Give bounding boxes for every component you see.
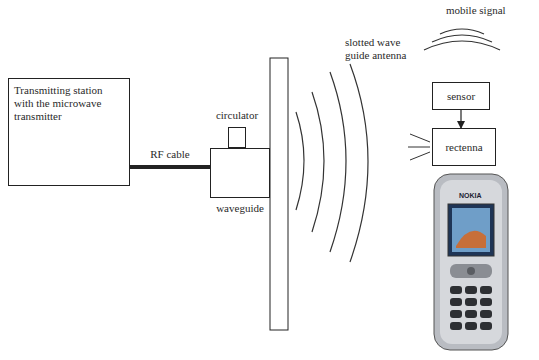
antenna-label: slotted wave guide antenna — [345, 36, 417, 62]
incoming-rays — [408, 134, 430, 160]
node-text: waveguide — [216, 202, 264, 215]
node-text: sensor — [437, 90, 485, 103]
rf-cable — [130, 165, 210, 169]
mobile-signal-waves — [424, 29, 500, 50]
sensor-box: sensor — [432, 82, 490, 110]
slotted-antenna — [270, 58, 288, 330]
radiated-waves — [296, 64, 368, 262]
edge-label: RF cable — [150, 148, 189, 161]
mobile-phone — [434, 174, 508, 350]
signal-label: mobile signal — [446, 4, 506, 17]
circulator-box: circulator — [228, 127, 246, 148]
node-text: rectenna — [437, 141, 491, 154]
signal-arrow — [460, 110, 461, 128]
rectenna-box: rectenna — [432, 128, 496, 166]
node-text: Transmitting station with the microwave … — [14, 84, 124, 123]
brand-logo: NOKIA — [459, 191, 482, 200]
transmitter-box: Transmitting station with the microwave … — [8, 78, 130, 186]
node-text: circulator — [216, 109, 258, 122]
waveguide-box: waveguide — [210, 148, 270, 198]
